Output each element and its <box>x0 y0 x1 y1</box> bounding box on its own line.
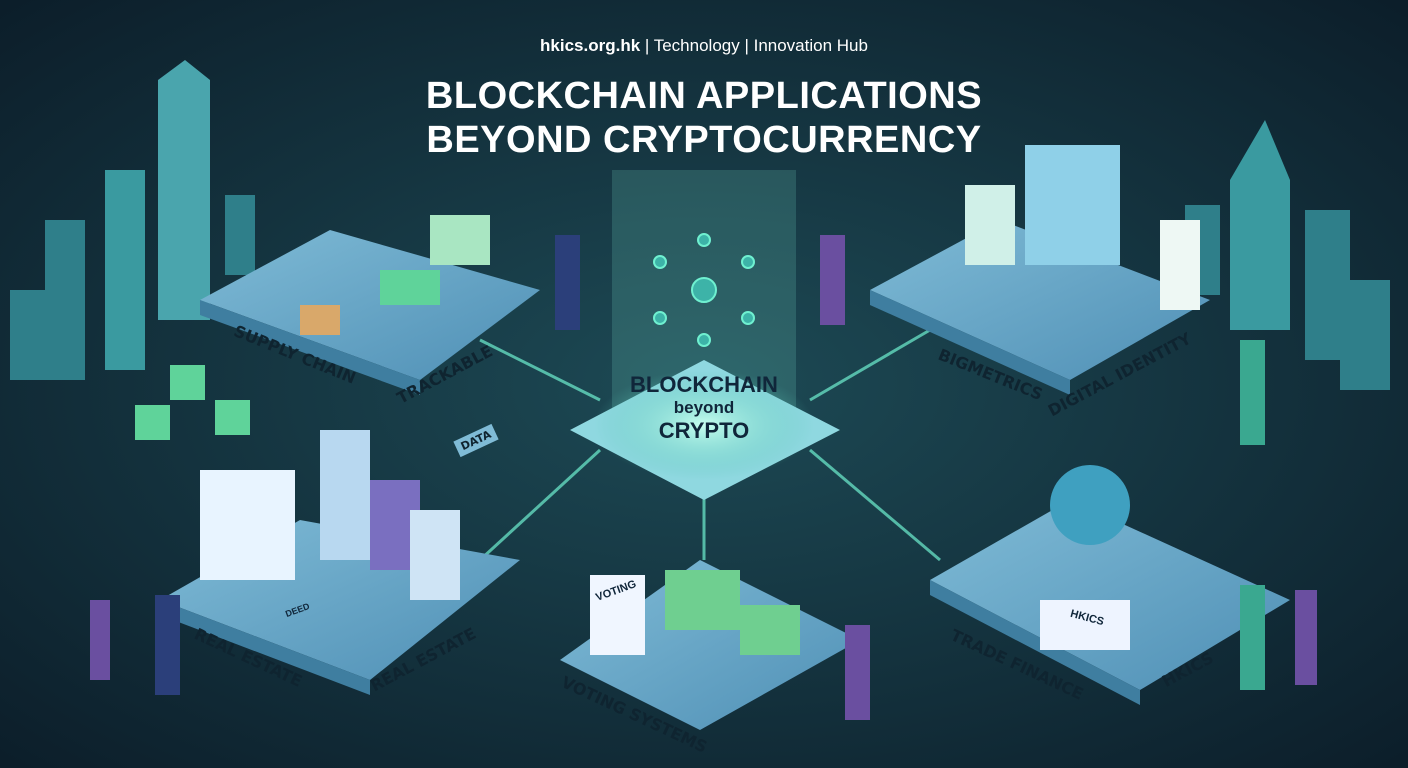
platform-digital-identity <box>870 220 1210 395</box>
platform-supply-chain <box>200 230 540 395</box>
core-line-3: CRYPTO <box>658 418 750 443</box>
subtitle-rest: | Technology | Innovation Hub <box>640 36 868 55</box>
core-label: BLOCKCHAIN beyond CRYPTO <box>590 372 818 444</box>
title-line-2: BEYOND CRYPTOCURRENCY <box>426 119 982 161</box>
platform-trade-finance <box>930 500 1290 705</box>
skyline-left <box>10 60 255 380</box>
core-line-1: BLOCKCHAIN <box>630 372 778 397</box>
platform-voting <box>560 560 860 730</box>
core-line-2: beyond <box>673 398 735 417</box>
people <box>90 235 1317 720</box>
central-hub <box>570 170 840 500</box>
site-subtitle: hkics.org.hk | Technology | Innovation H… <box>0 36 1408 56</box>
site-name: hkics.org.hk <box>540 36 641 55</box>
title-line-1: BLOCKCHAIN APPLICATIONS <box>425 75 983 117</box>
